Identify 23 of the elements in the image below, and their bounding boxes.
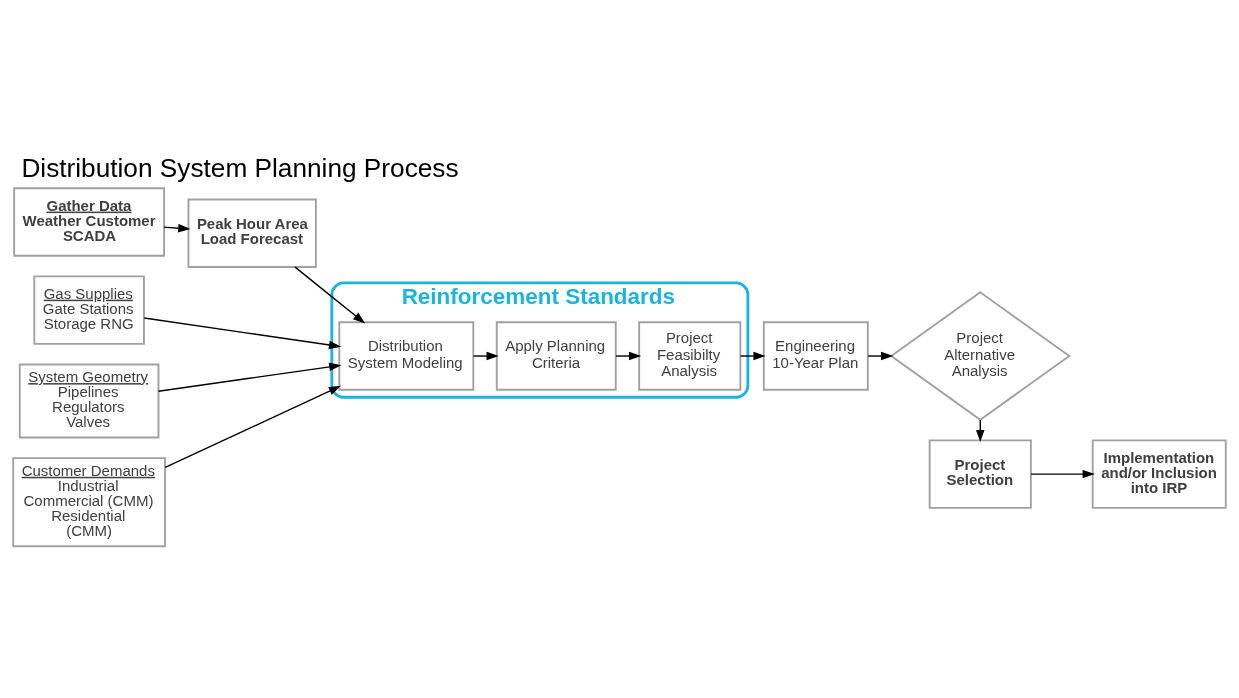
- node-box: Customer Demands Industrial Commercial (CMM) Residential (CMM): [12, 457, 166, 548]
- node-box: System Geometry Pipelines Regulators Valves: [18, 363, 160, 439]
- diagram-title: Distribution System Planning Process: [21, 152, 459, 183]
- arrow: [294, 266, 366, 324]
- node-box: Distribution System Modeling: [338, 321, 475, 391]
- node-box: Apply Planning Criteria: [495, 321, 617, 391]
- node-box: Gas Supplies Gate Stations Storage RNG: [33, 275, 145, 345]
- arrow: [157, 362, 342, 392]
- node-box: Engineering 10-Year Plan: [762, 321, 869, 391]
- node-box: Project Selection: [928, 439, 1032, 509]
- arrow: [739, 351, 766, 361]
- node-box: Peak Hour Area Load Forecast: [187, 198, 317, 268]
- node-box: Implementation and/or Inclusion into IRP: [1091, 439, 1227, 509]
- arrow: [615, 351, 642, 361]
- node-box: Project Feasibilty Analysis: [638, 321, 742, 391]
- arrow: [143, 317, 342, 350]
- arrow: [867, 351, 894, 361]
- arrow: [164, 385, 342, 469]
- arrow: [1030, 469, 1095, 479]
- node-diamond: Project Alternative Analysis: [889, 291, 1071, 421]
- node-box: Gather Data Weather Customer SCADA: [13, 187, 166, 257]
- arrow: [163, 223, 191, 233]
- arrow: [472, 351, 499, 361]
